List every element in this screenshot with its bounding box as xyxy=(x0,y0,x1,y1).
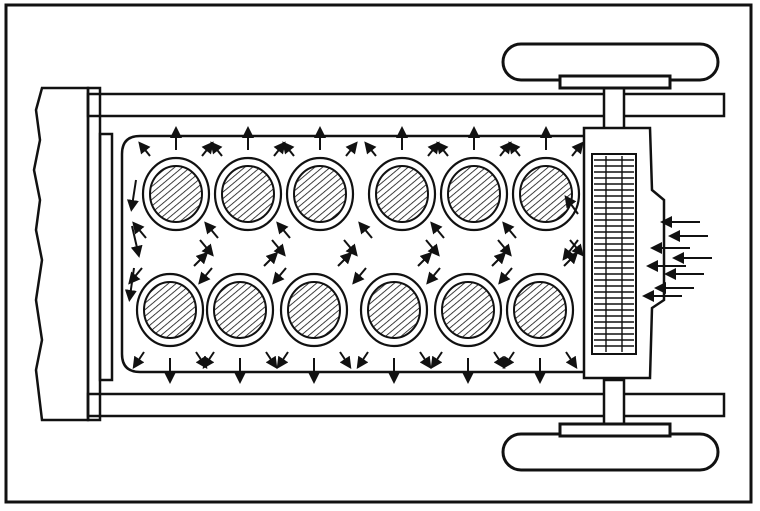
airflow-arrow xyxy=(193,251,209,267)
hub-top xyxy=(558,74,672,90)
airflow-arrow xyxy=(126,179,139,212)
cylinder xyxy=(511,156,581,232)
frame-cross-member xyxy=(32,86,90,422)
airflow-arrow xyxy=(417,251,433,267)
cylinders xyxy=(135,156,581,348)
airflow-arrow xyxy=(436,141,449,157)
airflow-arrow xyxy=(499,141,512,157)
airflow-arrow xyxy=(337,251,353,267)
airflow-arrow xyxy=(339,351,352,369)
airflow-arrow xyxy=(502,351,515,369)
airflow-arrow xyxy=(497,239,512,257)
airflow-arrow xyxy=(276,221,291,239)
airflow-arrow xyxy=(204,221,219,239)
airflow-arrow xyxy=(276,351,289,369)
cylinder xyxy=(279,272,349,348)
chassis-frame xyxy=(32,86,726,422)
airflow-arrow xyxy=(565,351,578,369)
airflow-arrow xyxy=(202,351,215,369)
figure-border xyxy=(4,3,753,504)
airflow-arrow xyxy=(273,141,286,157)
cylinder xyxy=(285,156,355,232)
airflow-arrow xyxy=(132,351,145,369)
radiator xyxy=(582,126,666,380)
radiator-grille xyxy=(594,156,634,352)
airflow-arrow xyxy=(358,221,373,239)
cylinder xyxy=(505,272,575,348)
cylinder xyxy=(367,156,437,232)
airflow-arrow xyxy=(271,239,286,257)
airflow-arrow xyxy=(282,141,295,157)
airflow-arrow xyxy=(419,351,432,369)
airflow-arrow xyxy=(124,267,137,302)
hub-bottom xyxy=(558,422,672,438)
frame-top-rail xyxy=(86,92,726,118)
airflow-arrow xyxy=(564,195,579,215)
airflow-arrow xyxy=(493,351,506,369)
airflow-arrow xyxy=(562,239,579,261)
airflow-arrow xyxy=(430,351,443,369)
cylinder xyxy=(141,156,211,232)
airflow-arrow xyxy=(210,141,223,157)
airflow-arrow xyxy=(427,141,440,157)
airflow-arrow xyxy=(138,141,151,157)
airflow-arrow xyxy=(571,141,584,157)
airflow xyxy=(124,126,712,384)
cylinder xyxy=(213,156,283,232)
airflow-arrow xyxy=(425,239,440,257)
cylinder xyxy=(359,272,429,348)
airflow-arrow xyxy=(343,239,358,257)
radiator-core xyxy=(591,153,637,355)
wheels xyxy=(501,42,720,472)
cylinder xyxy=(135,272,205,348)
frame-side xyxy=(86,86,102,422)
airflow-arrow xyxy=(272,267,287,285)
airflow-arrow xyxy=(128,267,143,285)
frame-bracket xyxy=(98,132,114,382)
airflow-arrow xyxy=(508,141,521,157)
airflow-arrow xyxy=(263,251,279,267)
airflow-arrow xyxy=(265,351,278,369)
airflow-arrow xyxy=(201,141,214,157)
cylinder xyxy=(439,156,509,232)
airflow-arrow xyxy=(430,221,445,239)
airflow-arrow xyxy=(345,141,358,157)
airflow-arrow xyxy=(364,141,377,157)
airflow-arrow xyxy=(491,251,507,267)
airflow-arrow xyxy=(356,351,369,369)
airflow-arrow xyxy=(130,225,143,258)
airflow-arrow xyxy=(426,267,441,285)
cylinder xyxy=(205,272,275,348)
airflow-arrow xyxy=(195,351,208,369)
airflow-arrow xyxy=(199,239,214,257)
frame-bottom-rail xyxy=(86,392,726,418)
airflow-arrow xyxy=(502,221,517,239)
wheel-bottom xyxy=(501,432,720,472)
airflow-arrow xyxy=(198,267,213,285)
airflow-arrow xyxy=(498,267,513,285)
airflow-arrow xyxy=(132,221,147,239)
airflow-arrow xyxy=(352,267,367,285)
airflow-arrow xyxy=(569,239,584,257)
cylinder xyxy=(433,272,503,348)
